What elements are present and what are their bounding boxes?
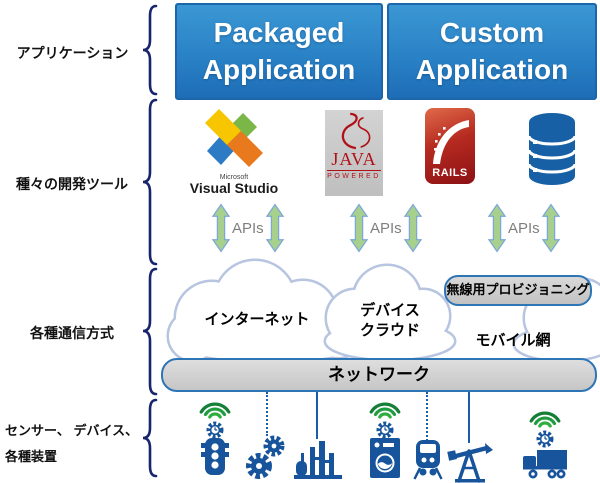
rails-logo-text: RAILS: [432, 167, 468, 179]
wifi-sensor-icon: [369, 402, 401, 439]
rails-logo: RAILS: [425, 108, 475, 184]
train-icon: [413, 440, 443, 480]
internet-cloud-label: インターネット: [204, 311, 310, 328]
brace-comm-icon: [142, 267, 158, 396]
layer-label-application: アプリケーション: [16, 45, 129, 61]
visual-studio-logo: Microsoft Visual Studio: [186, 107, 282, 196]
custom-application-box: Custom Application: [387, 3, 597, 100]
api-arrow-icon: [403, 203, 422, 253]
mobile-network-label: モバイル網: [475, 332, 551, 349]
visual-studio-brand: Microsoft: [219, 174, 249, 181]
database-stack-icon: [527, 113, 577, 185]
connector-dotted-gears: [266, 392, 268, 436]
brace-application-icon: [142, 4, 158, 96]
api-group-1: APIs: [212, 202, 284, 254]
layer-label-sensors-line1: センサー、 デバイス、: [5, 423, 139, 438]
brace-dev-tools-icon: [142, 98, 158, 266]
apis-label: APIs: [508, 219, 540, 237]
custom-application-line1: Custom: [439, 17, 545, 48]
wifi-sensor-icon: [529, 411, 561, 448]
java-logo-text: JAVA: [331, 149, 377, 169]
java-swirl-icon: [341, 112, 371, 150]
api-group-3: APIs: [488, 202, 560, 254]
visual-studio-name: Visual Studio: [189, 180, 279, 196]
connector-dotted-train: [426, 392, 428, 441]
api-arrow-icon: [488, 203, 506, 253]
packaged-application-box: Packaged Application: [175, 3, 383, 100]
layer-label-comm-methods: 各種通信方式: [30, 325, 114, 341]
gears-icon: [246, 435, 285, 479]
washing-machine-icon: [370, 438, 400, 478]
device-cloud: [323, 263, 457, 362]
connector-solid-factory: [316, 392, 318, 439]
custom-application-line2: Application: [415, 54, 569, 85]
wifi-sensor-icon: [199, 402, 231, 439]
api-arrow-icon: [541, 203, 560, 253]
device-cloud-line2: クラウド: [359, 322, 420, 339]
packaged-application-line1: Packaged: [213, 17, 345, 48]
apis-label: APIs: [370, 219, 402, 237]
oil-pump-icon: [447, 443, 493, 483]
device-cloud-line1: デバイス: [360, 302, 420, 319]
connector-solid-oil-pump: [468, 392, 470, 443]
api-group-2: APIs: [350, 202, 422, 254]
layer-label-sensors-line2: 各種装置: [5, 449, 58, 464]
wireless-provisioning-box: 無線用プロビジョニング: [444, 275, 592, 306]
apis-label: APIs: [232, 219, 264, 237]
visual-studio-ribbon-icon: [205, 109, 263, 167]
brace-sensors-icon: [142, 398, 158, 478]
device-cloud-label: デバイス クラウド: [344, 301, 436, 341]
java-powered-logo: JAVA POWERED: [325, 110, 383, 196]
packaged-application-line2: Application: [202, 54, 356, 85]
traffic-light-icon: [201, 438, 229, 475]
layer-label-dev-tools: 種々の開発ツール: [16, 176, 128, 192]
api-arrow-icon: [212, 203, 230, 253]
rails-swoosh-icon: [433, 120, 469, 164]
api-arrow-icon: [265, 203, 284, 253]
truck-icon: [523, 450, 567, 479]
factory-icon: [294, 441, 342, 479]
api-arrow-icon: [350, 203, 368, 253]
network-bar: ネットワーク: [161, 358, 597, 392]
java-powered-text: POWERED: [327, 170, 381, 180]
